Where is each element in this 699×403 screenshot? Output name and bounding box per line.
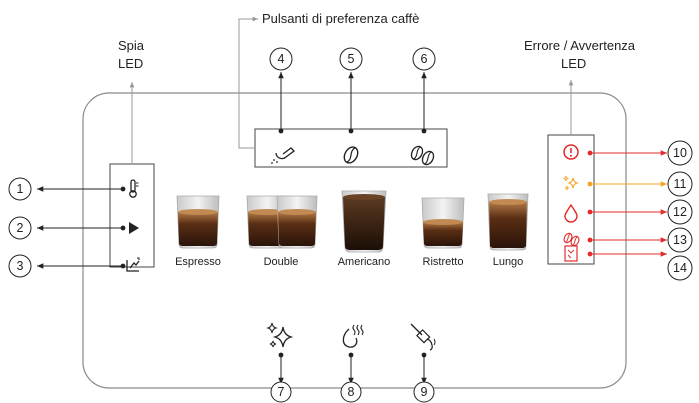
errore-label-line1: Errore / Avvertenza	[524, 38, 636, 53]
lungo-cup[interactable]	[487, 193, 529, 251]
double-bean-icon[interactable]	[409, 144, 436, 166]
beans-warning-icon[interactable]	[562, 232, 580, 247]
sparkle-warning-icon[interactable]	[562, 175, 579, 191]
pulsanti-title: Pulsanti di preferenza caffè	[262, 11, 420, 26]
callout-number-7: 7	[277, 385, 285, 399]
espresso-cup[interactable]	[176, 195, 220, 249]
callout-number-8: 8	[347, 385, 355, 399]
callout-number-11: 11	[673, 177, 687, 191]
callout-number-2: 2	[16, 221, 24, 235]
drink-label-ristretto: Ristretto	[422, 256, 464, 268]
milk-wand-icon[interactable]	[410, 323, 436, 351]
descale-icon[interactable]	[126, 257, 140, 272]
callout-number-6: 6	[420, 52, 428, 66]
scoop-icon[interactable]	[271, 147, 295, 164]
callout-number-13: 13	[673, 233, 687, 247]
callout-number-10: 10	[673, 146, 687, 160]
spia-label-line1: Spia	[118, 38, 145, 53]
americano-cup[interactable]	[341, 190, 387, 253]
callout-circles	[8, 47, 693, 403]
play-icon[interactable]	[129, 222, 139, 234]
callout-number-14: 14	[673, 261, 687, 275]
callout-number-9: 9	[420, 385, 428, 399]
ristretto-cup[interactable]	[421, 197, 465, 249]
grounds-container-icon[interactable]	[564, 245, 578, 262]
callout-number-5: 5	[347, 52, 355, 66]
double-cups[interactable]	[246, 195, 318, 249]
callout-number-12: 12	[673, 205, 687, 219]
callout-number-1: 1	[16, 182, 24, 196]
thermometer-icon[interactable]	[129, 179, 139, 198]
sparkle-clean-icon[interactable]	[266, 322, 294, 348]
exclamation-icon[interactable]	[563, 144, 579, 160]
callout-number-4: 4	[277, 52, 285, 66]
water-drop-icon[interactable]	[564, 203, 578, 223]
drink-label-double: Double	[263, 256, 299, 268]
status-led-panel	[109, 163, 155, 268]
drink-label-lungo: Lungo	[492, 256, 524, 268]
pulsanti-pointer-line	[238, 16, 258, 149]
errore-label-line2: LED	[561, 56, 587, 71]
drink-label-americano: Americano	[337, 256, 391, 268]
bean-icon[interactable]	[342, 145, 361, 166]
callout-number-3: 3	[16, 259, 24, 273]
drink-label-espresso: Espresso	[175, 256, 221, 268]
spia-label-line2: LED	[118, 56, 144, 71]
warning-led-panel	[547, 134, 595, 265]
steam-icon[interactable]	[342, 324, 364, 348]
